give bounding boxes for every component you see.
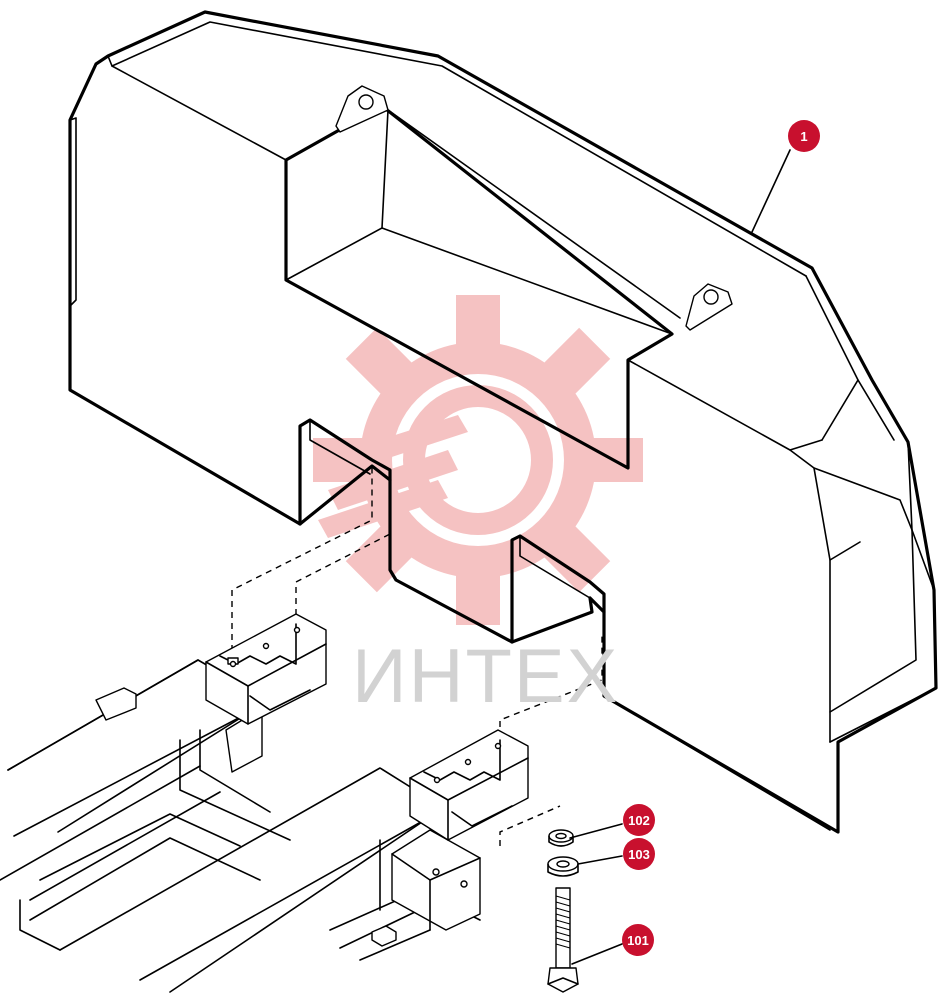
lifting-eye-left (335, 85, 389, 133)
callout-103[interactable]: 103 (623, 838, 655, 870)
callout-1[interactable]: 1 (788, 120, 820, 152)
mounting-bracket-right (409, 729, 529, 841)
counterweight-block (68, 10, 938, 834)
svg-text:102: 102 (628, 813, 650, 828)
tractor-frame (0, 659, 481, 993)
mounting-bracket-left (205, 613, 327, 725)
nut-102 (548, 829, 574, 847)
watermark-text: ИНТЕХ (352, 634, 619, 719)
svg-text:101: 101 (627, 933, 649, 948)
leader-lines (569, 149, 791, 965)
alignment-lines (231, 466, 603, 846)
svg-text:1: 1 (800, 129, 807, 144)
gear-wrench-logo (313, 295, 643, 625)
lifting-eye-right (685, 283, 733, 331)
washer-103 (547, 856, 579, 877)
callout-101[interactable]: 101 (622, 924, 654, 956)
svg-text:103: 103 (628, 847, 650, 862)
bolt-101 (547, 887, 579, 993)
callout-102[interactable]: 102 (623, 804, 655, 836)
